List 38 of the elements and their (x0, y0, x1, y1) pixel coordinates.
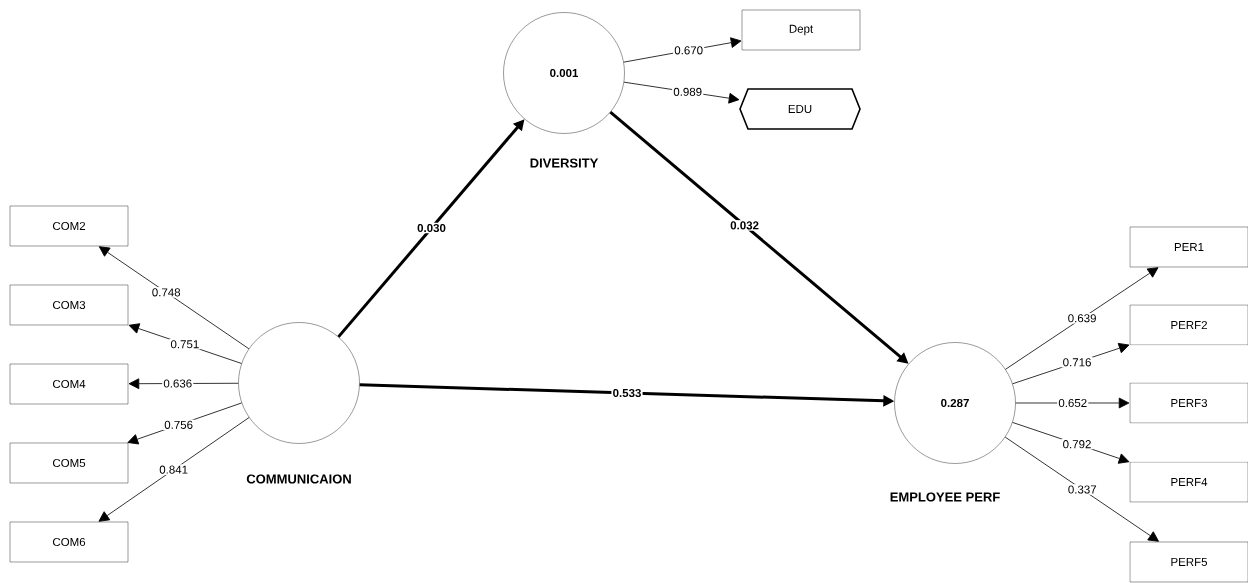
edge-label: 0.636 (162, 378, 194, 389)
indicator-box: PERF2 (1129, 304, 1248, 346)
indicator-box: COM3 (9, 284, 129, 326)
node-label: EMPLOYEE PERF (890, 492, 1000, 502)
edge-label: 0.670 (673, 45, 705, 56)
arrow (98, 246, 250, 350)
indicator-box: Dept (741, 9, 861, 51)
arrow (1012, 422, 1130, 464)
edge-label: 0.030 (415, 222, 448, 234)
indicator-box: COM4 (9, 363, 129, 405)
indicator-box: PERF3 (1129, 382, 1248, 424)
edge-label: 0.792 (1061, 438, 1093, 450)
node-label: DIVERSITY (530, 158, 599, 168)
arrow (1005, 267, 1159, 370)
indicator-box: PER1 (1129, 226, 1248, 268)
indicator-box: PERF4 (1129, 461, 1248, 503)
node-label: COMMUNICAION (246, 474, 351, 484)
arrow (128, 323, 242, 364)
edge-label: 0.989 (672, 86, 704, 98)
edge-label: 0.032 (729, 220, 761, 231)
arrow (127, 402, 243, 445)
indicator-box: PERF5 (1129, 541, 1248, 583)
arrow (1004, 436, 1159, 542)
edge-label: 0.756 (163, 419, 195, 431)
edge-label: 0.716 (1061, 357, 1093, 368)
indicator-box: COM2 (9, 205, 129, 247)
indicator-box: COM5 (9, 442, 129, 484)
edge-label: 0.639 (1066, 313, 1098, 324)
indicator-hexagon: EDU (739, 88, 861, 130)
indicator-box: COM6 (9, 521, 129, 563)
arrow (98, 417, 250, 522)
edge-label: 0.652 (1057, 397, 1089, 409)
edge-label: 0.841 (158, 464, 190, 475)
edge-label: 0.337 (1066, 484, 1098, 495)
edge-label: 0.533 (611, 387, 643, 399)
edge-label: 0.748 (150, 287, 182, 298)
edge-label: 0.751 (169, 338, 201, 350)
arrow (623, 81, 740, 104)
